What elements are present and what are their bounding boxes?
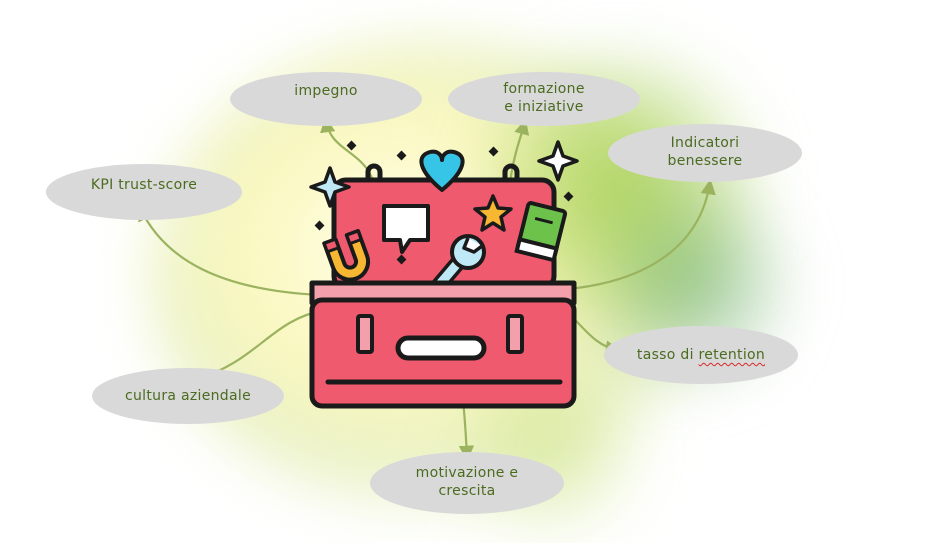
connector-indicatori — [554, 178, 716, 292]
star-icon — [473, 194, 513, 232]
node-impegno-label: impegno — [294, 83, 358, 99]
node-kpi-label: KPI trust-score — [90, 177, 198, 193]
toolbox-body — [309, 297, 577, 409]
magnet-icon — [322, 229, 371, 282]
node-formazione: formazione e iniziative — [448, 72, 640, 126]
connector-kpi — [138, 205, 321, 297]
node-impegno: impegno — [230, 72, 422, 126]
sparkle-icon — [309, 166, 351, 208]
node-tasso-label: tasso di retention — [637, 346, 765, 364]
node-tasso-word: retention — [698, 347, 766, 363]
node-indicatori: Indicatori benessere — [608, 124, 802, 182]
node-motivazione-label: motivazione e crescita — [415, 465, 519, 499]
connector-formazione — [508, 119, 530, 183]
heart-icon — [419, 149, 465, 192]
book-icon — [514, 201, 568, 263]
sparkle-icon — [537, 140, 579, 182]
node-kpi: KPI trust-score — [46, 164, 242, 220]
node-tasso-retention: tasso di retention — [604, 326, 798, 384]
node-motivazione: motivazione e crescita — [370, 452, 564, 514]
node-tasso-prefix: tasso di — [636, 347, 699, 363]
node-cultura: cultura aziendale — [92, 368, 284, 424]
speech-bubble-icon — [382, 204, 430, 254]
node-indicatori-label: Indicatori benessere — [667, 135, 743, 169]
node-cultura-label: cultura aziendale — [125, 388, 251, 404]
node-formazione-label: formazione e iniziative — [503, 81, 585, 115]
